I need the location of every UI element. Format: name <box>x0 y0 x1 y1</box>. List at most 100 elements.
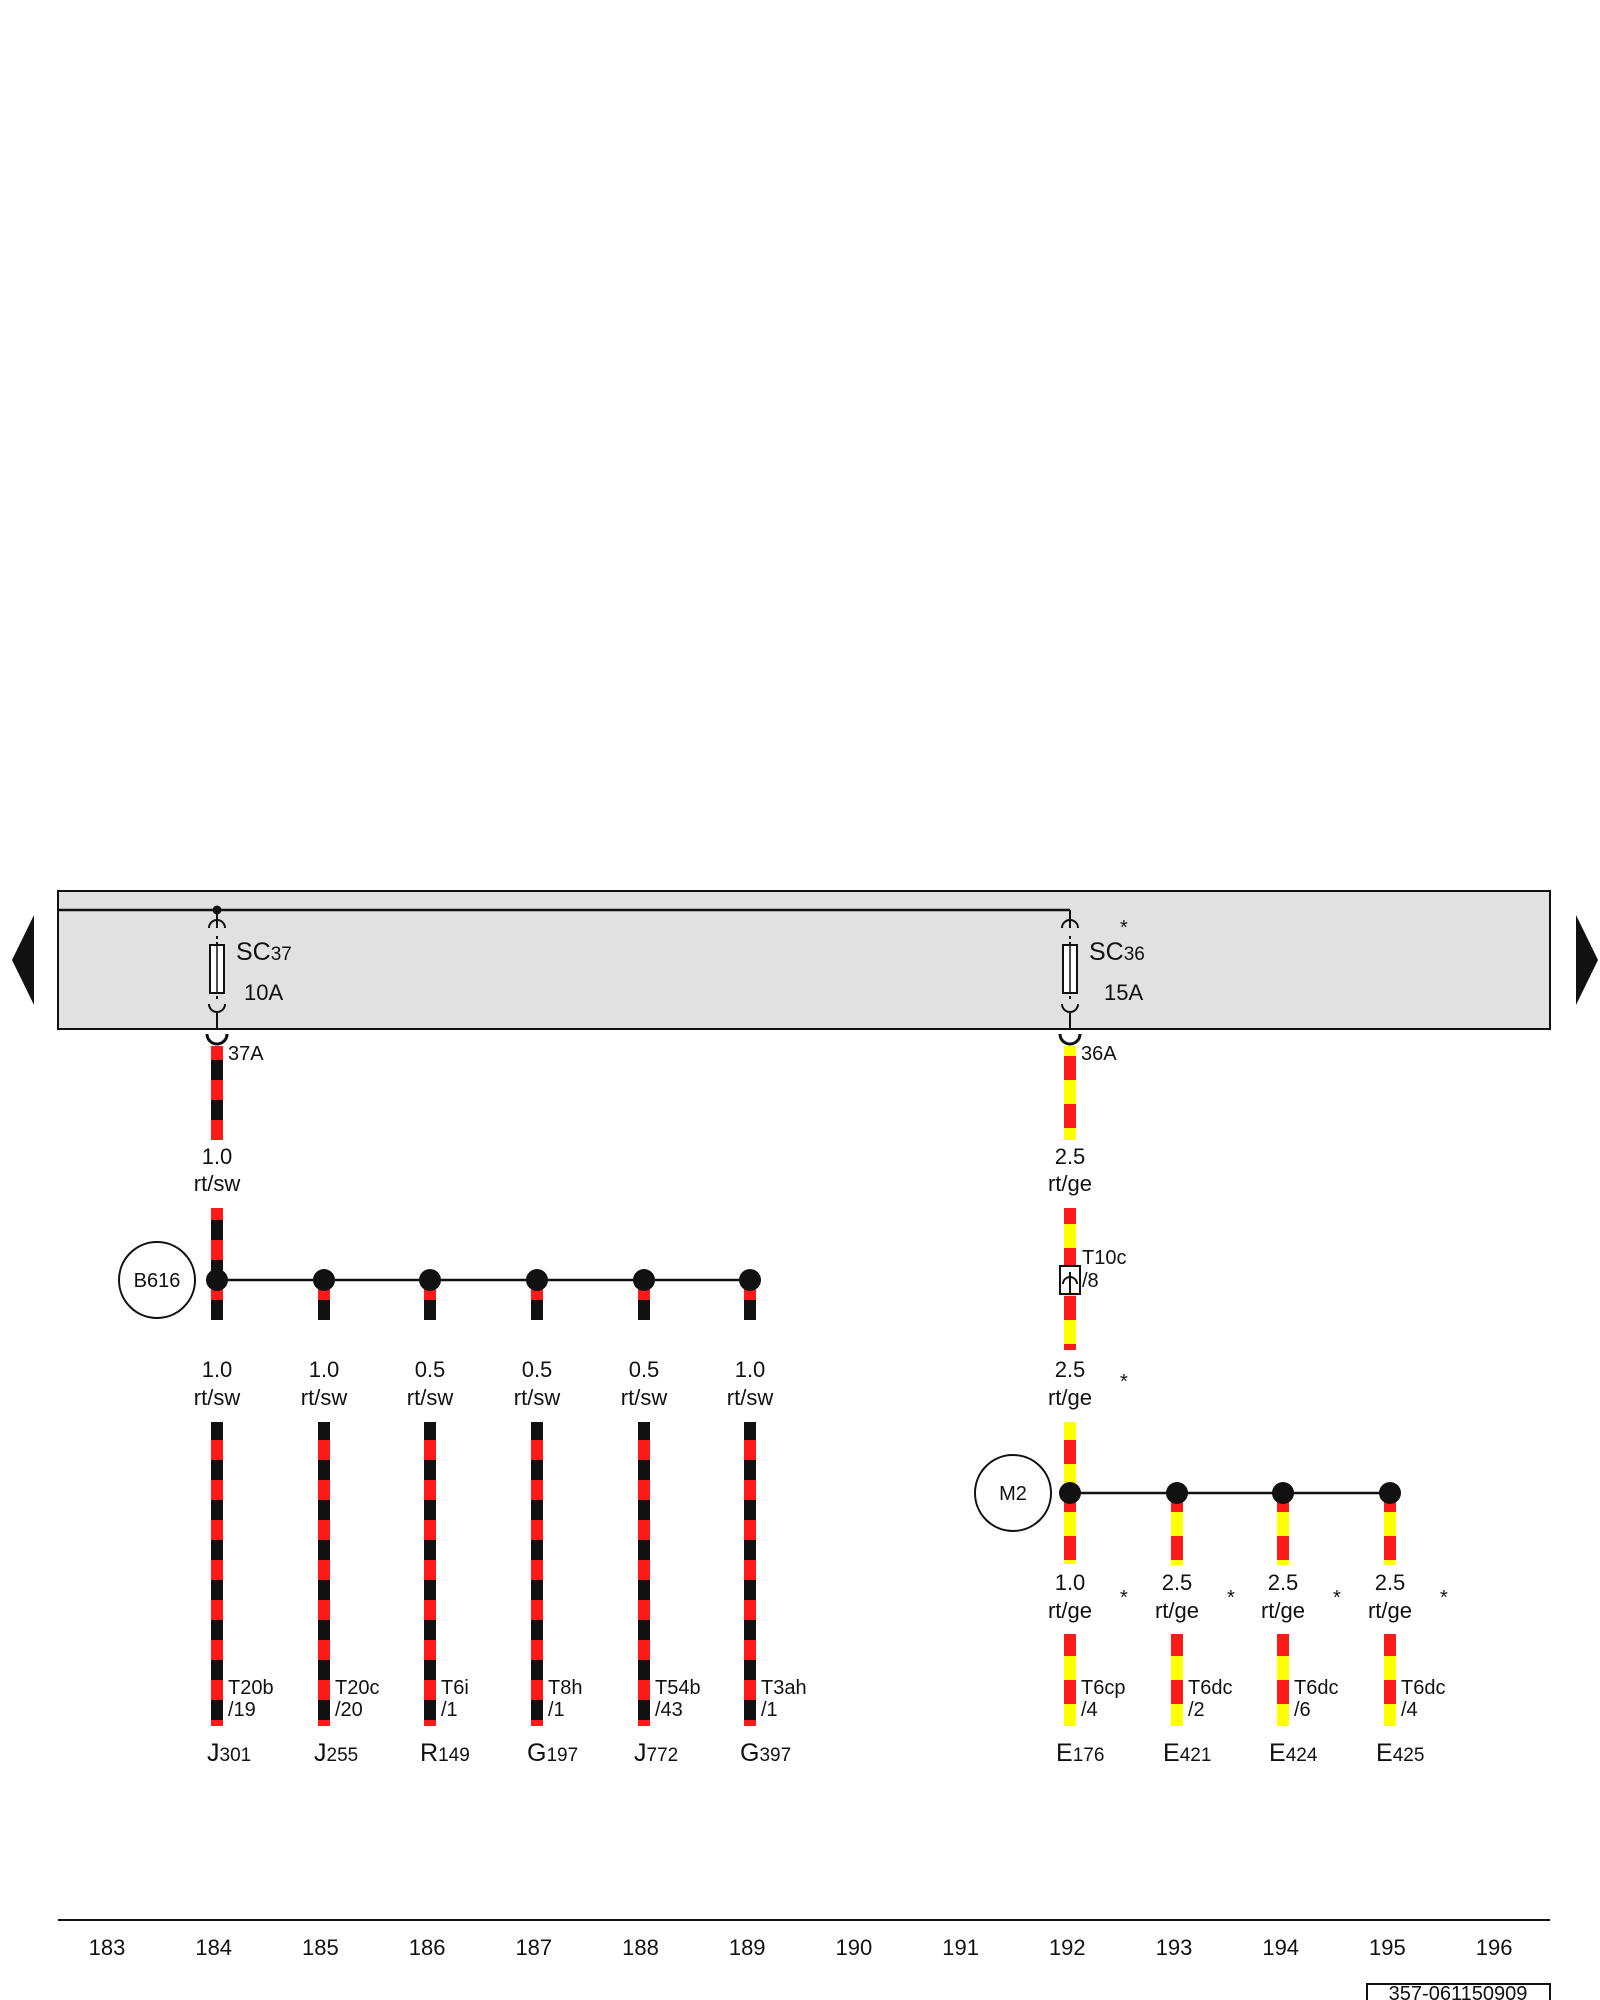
wire-color-label: rt/sw <box>621 1385 668 1410</box>
wire-segment-lower <box>531 1422 543 1726</box>
fuse-sc36: SC36 * 15A <box>1061 910 1145 1029</box>
wire-segment-lower <box>318 1422 330 1726</box>
pin-number: /2 <box>1188 1699 1205 1721</box>
pin-number: /1 <box>761 1699 778 1721</box>
wire-size-label: 1.0 <box>309 1357 340 1382</box>
wire-segment-lower <box>211 1422 223 1726</box>
wire-segment-lower <box>638 1422 650 1726</box>
pin-number: /43 <box>655 1699 683 1721</box>
ruler-label: 196 <box>1476 1935 1513 1960</box>
wire-segment-lower <box>1064 1634 1076 1726</box>
terminal-socket-37a <box>205 1033 229 1046</box>
component-label: G197 <box>527 1739 578 1767</box>
ruler-label: 183 <box>89 1935 126 1960</box>
wire-asterisk: * <box>1440 1587 1448 1609</box>
splice-dot <box>739 1269 761 1291</box>
wire-color-label: rt/ge <box>1048 1598 1092 1623</box>
wire-size-label: 0.5 <box>629 1357 660 1382</box>
wire-size-label: 0.5 <box>415 1357 446 1382</box>
wire-segment-upper <box>1277 1493 1289 1565</box>
wire-asterisk: * <box>1227 1587 1235 1609</box>
component-label: E176 <box>1056 1739 1104 1767</box>
wire-size-label: 1.0 <box>735 1357 766 1382</box>
wire-size-label: 2.5 <box>1375 1570 1406 1595</box>
wire-left-feed-lower <box>211 1208 223 1280</box>
ruler-label: 187 <box>515 1935 552 1960</box>
pin-label: T6cp <box>1081 1677 1125 1699</box>
pin-label: T54b <box>655 1677 701 1699</box>
ruler-label: 189 <box>729 1935 766 1960</box>
splice-dot <box>1379 1482 1401 1504</box>
pin-label: T20b <box>228 1677 274 1699</box>
ruler-label: 185 <box>302 1935 339 1960</box>
wire-size-label: 0.5 <box>522 1357 553 1382</box>
wire-right-feed2-asterisk: * <box>1120 1371 1128 1393</box>
triangle-left-icon[interactable] <box>12 915 34 1005</box>
pin-label: T8h <box>548 1677 582 1699</box>
splice-dot <box>1166 1482 1188 1504</box>
wire-color-label: rt/ge <box>1155 1598 1199 1623</box>
pin-number: /4 <box>1401 1699 1418 1721</box>
pin-label: T6i <box>441 1677 469 1699</box>
fuse-name-sc36: SC36 <box>1089 938 1145 966</box>
fuse-rating-sc37: 10A <box>244 980 283 1005</box>
wire-segment-lower <box>424 1422 436 1726</box>
splice-dot <box>419 1269 441 1291</box>
ruler-label: 186 <box>409 1935 446 1960</box>
connector-t10c: T10c /8 <box>1059 1247 1126 1295</box>
wire-right-feed2-color: rt/ge <box>1048 1385 1092 1410</box>
wire-segment-lower <box>1384 1634 1396 1726</box>
wire-left-feed-upper <box>211 1046 223 1140</box>
pin-label: T6dc <box>1401 1677 1445 1699</box>
ruler-label: 184 <box>195 1935 232 1960</box>
ruler-label: 194 <box>1262 1935 1299 1960</box>
fuse-rating-sc36: 15A <box>1104 980 1143 1005</box>
component-label: E421 <box>1163 1739 1211 1767</box>
wire-size-label: 2.5 <box>1268 1570 1299 1595</box>
fuse-asterisk-sc36: * <box>1120 917 1128 939</box>
pin-label: T6dc <box>1188 1677 1232 1699</box>
splice-dot <box>206 1269 228 1291</box>
wire-color-label: rt/sw <box>514 1385 561 1410</box>
wire-segment-upper <box>1384 1493 1396 1565</box>
splice-dot <box>313 1269 335 1291</box>
pin-label: T3ah <box>761 1677 807 1699</box>
wire-color-label: rt/ge <box>1261 1598 1305 1623</box>
component-label: J255 <box>314 1739 358 1767</box>
pin-label: T20c <box>335 1677 379 1699</box>
connector-t10c-pin: T10c <box>1082 1247 1126 1269</box>
pin-number: /1 <box>441 1699 458 1721</box>
wire-color-label: rt/sw <box>407 1385 454 1410</box>
wire-segment-lower <box>1171 1634 1183 1726</box>
fuse-sc37: SC37 10A <box>208 910 292 1029</box>
component-label: G397 <box>740 1739 791 1767</box>
wire-right-feed2-size: 2.5 <box>1055 1357 1086 1382</box>
component-label: E424 <box>1269 1739 1318 1767</box>
ruler-label: 195 <box>1369 1935 1406 1960</box>
pin-label: T6dc <box>1294 1677 1338 1699</box>
component-label: E425 <box>1376 1739 1424 1767</box>
wire-left-feed-color: rt/sw <box>194 1171 241 1196</box>
terminal-socket-36a <box>1058 1033 1082 1046</box>
component-label: R149 <box>420 1739 470 1767</box>
pin-number: /19 <box>228 1699 256 1721</box>
triangle-right-icon[interactable] <box>1576 915 1598 1005</box>
wire-asterisk: * <box>1120 1587 1128 1609</box>
junction-b616-label: B616 <box>134 1270 181 1292</box>
ruler-label: 192 <box>1049 1935 1086 1960</box>
wire-size-label: 1.0 <box>1055 1570 1086 1595</box>
drawing-number: 357-061150909 <box>1389 1983 1528 2000</box>
ruler-label: 193 <box>1156 1935 1193 1960</box>
pin-number: /4 <box>1081 1699 1098 1721</box>
splice-dot <box>1272 1482 1294 1504</box>
